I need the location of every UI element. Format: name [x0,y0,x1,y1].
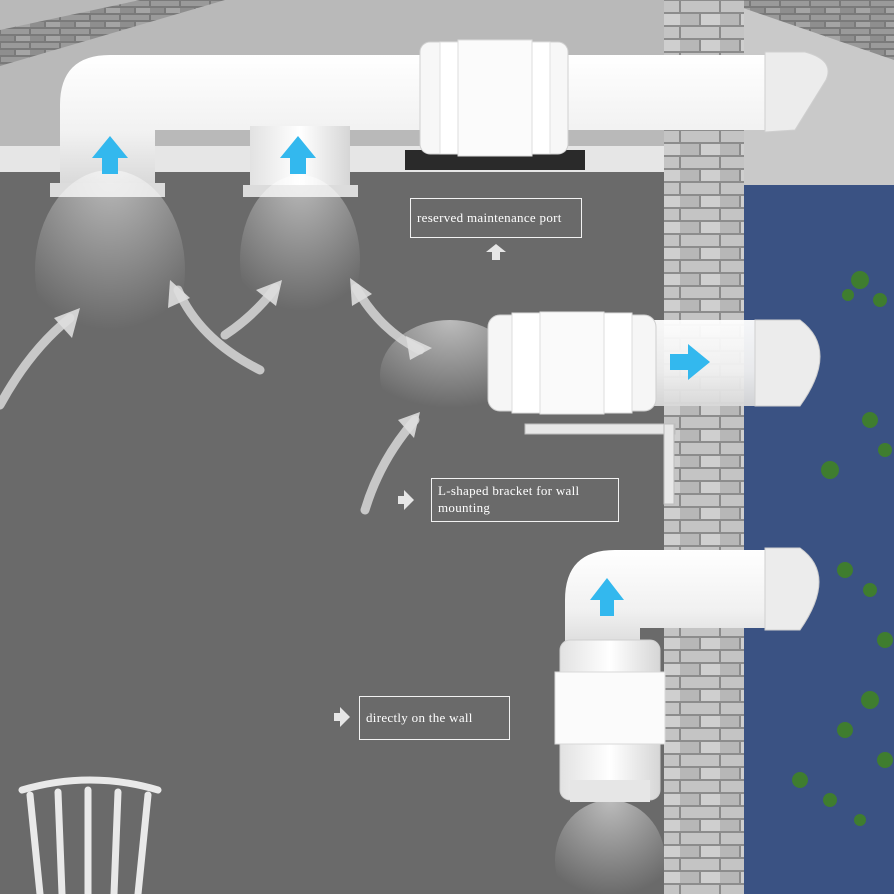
middle-inline-fan [487,311,657,415]
top-inline-fan [419,39,569,157]
ceiling-gap [405,150,585,170]
air-mist [555,800,665,894]
bracket-label: L-shaped bracket for wall mounting [431,478,619,522]
l-shaped-bracket [524,423,676,505]
brick-column [664,0,744,894]
airflow-up-arrow-icon [590,578,624,616]
airflow-up-arrow-icon [280,136,316,174]
airflow-swirl-arrow-heads [54,278,432,438]
wall-mount-label: directly on the wall [359,696,510,740]
plant-leaves [792,271,893,826]
maintenance-port-label: reserved maintenance port [410,198,582,238]
chair [18,776,162,894]
lower-duct [565,547,820,650]
pointer-arrow-icon [398,490,414,510]
air-mist [35,170,185,370]
roof-right [720,0,894,60]
pointer-arrow-icon [486,244,506,260]
airflow-right-arrow-icon [670,344,710,380]
roof-left [0,0,225,66]
airflow-up-arrow-icon [92,136,128,174]
wall-inline-fan [554,639,666,802]
pointer-arrow-icon [334,707,350,727]
air-mist [240,175,360,345]
